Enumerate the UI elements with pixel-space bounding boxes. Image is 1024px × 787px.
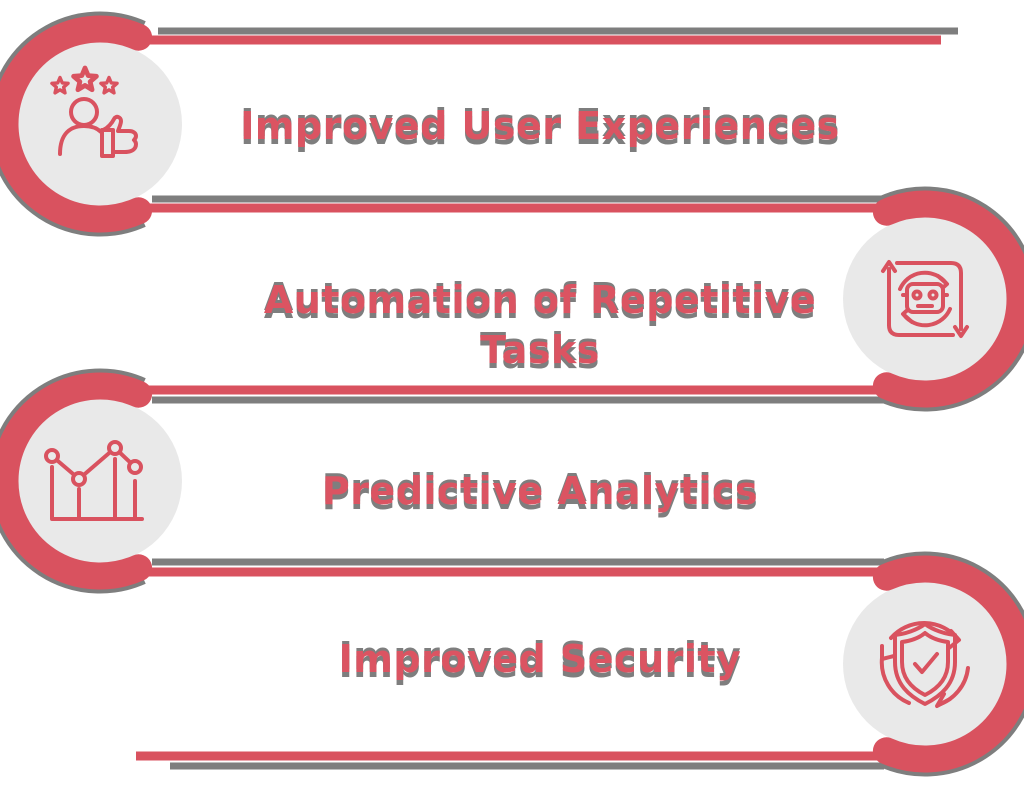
ring-3 — [0, 372, 153, 590]
connector-line-4 — [134, 558, 889, 577]
connector-line-3 — [134, 385, 889, 404]
ring-2 — [872, 190, 1024, 408]
connector-line-5 — [136, 751, 889, 770]
shield-check-icon — [879, 621, 970, 708]
label-automation-of-repetitive-tasks: Automation of Repetitive Tasks — [263, 278, 817, 372]
label-improved-user-experiences: Improved User Experiences — [240, 104, 840, 148]
robot-automation-icon — [881, 260, 969, 338]
connector-line-1 — [136, 27, 958, 45]
user-thumbsup-icon — [50, 68, 138, 158]
badge-rings — [0, 15, 1024, 773]
ring-1 — [0, 15, 153, 233]
line-chart-icon — [44, 440, 144, 521]
label-improved-security: Improved Security — [338, 637, 742, 681]
ring-4 — [872, 555, 1024, 773]
badge-backgrounds — [18, 42, 1007, 746]
label-predictive-analytics: Predictive Analytics — [321, 469, 759, 513]
connector-line-2 — [134, 195, 889, 213]
